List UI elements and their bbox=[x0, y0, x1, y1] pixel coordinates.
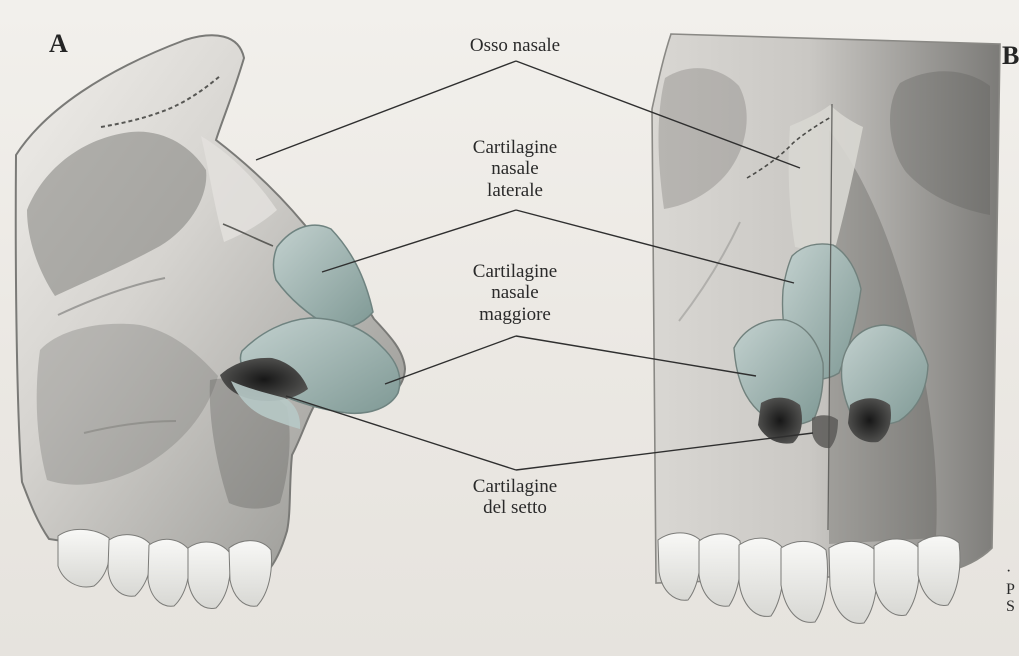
frontal-tooth bbox=[781, 541, 828, 622]
frontal-tooth bbox=[829, 541, 877, 623]
frontal-tooth bbox=[918, 536, 960, 606]
lateral-view-skull bbox=[16, 35, 405, 608]
lateral-tooth bbox=[108, 535, 151, 597]
lateral-tooth bbox=[229, 541, 271, 607]
label-cartilagine-nasale-maggiore: Cartilagine nasale maggiore bbox=[446, 261, 584, 325]
frontal-tooth bbox=[699, 534, 741, 606]
label-cartilagine-del-setto: Cartilagine del setto bbox=[446, 476, 584, 519]
frontal-view-skull bbox=[652, 34, 1000, 623]
cropped-right-caption: · P S bbox=[1006, 563, 1018, 616]
frontal-tooth bbox=[658, 533, 701, 600]
leader-line-maggiore-left bbox=[385, 336, 516, 384]
leader-line-setto-left bbox=[286, 396, 516, 470]
label-osso-nasale: Osso nasale bbox=[446, 35, 584, 56]
lateral-tooth bbox=[148, 539, 190, 606]
frontal-teeth bbox=[658, 533, 960, 624]
frontal-tooth bbox=[739, 538, 784, 616]
panel-a-label: A bbox=[49, 31, 68, 57]
label-cartilagine-nasale-laterale: Cartilagine nasale laterale bbox=[446, 137, 584, 201]
lateral-tooth bbox=[188, 542, 230, 608]
frontal-tooth bbox=[874, 539, 920, 615]
panel-b-label: B bbox=[1002, 43, 1019, 69]
lateral-tooth bbox=[58, 529, 110, 587]
